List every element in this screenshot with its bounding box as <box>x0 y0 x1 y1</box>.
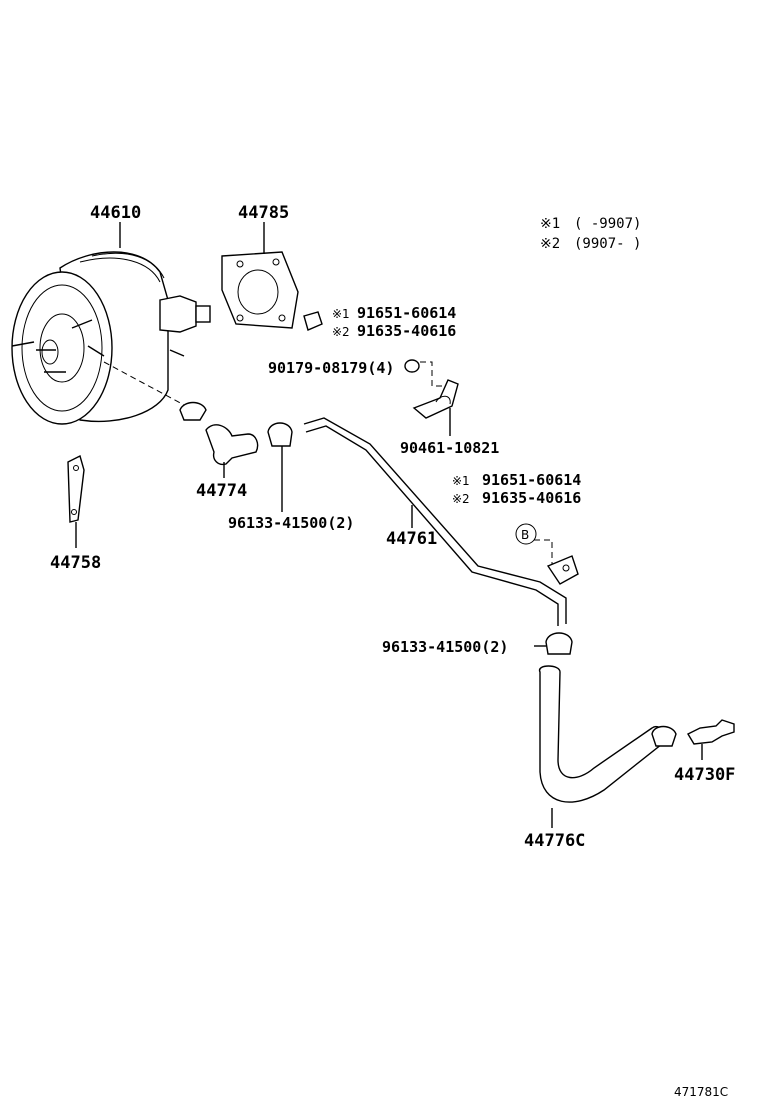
label-clip-lower: 96133-41500(2) <box>382 638 508 656</box>
lower-callout-mark-1: ※1 <box>452 474 470 488</box>
legend-range-1: ( -9907) <box>574 216 641 232</box>
label-gasket: 44785 <box>238 203 289 223</box>
upper-callout-num-2: 91635-40616 <box>357 322 456 340</box>
pipe-drawing <box>303 417 567 626</box>
lower-callout-mark-2: ※2 <box>452 492 470 506</box>
label-clamp-bracket: 90461-10821 <box>400 439 499 457</box>
lower-callout: ※1 91651-60614 ※2 91635-40616 <box>452 471 581 507</box>
hose-large-drawing <box>539 665 665 828</box>
label-hose-large: 44776C <box>524 831 585 851</box>
label-hose-small: 44774 <box>196 481 247 501</box>
bracket-drawing <box>67 454 85 548</box>
upper-nut-drawing: ※1 91651-60614 ※2 91635-40616 <box>303 304 456 340</box>
label-check-valve: 44730F <box>674 765 735 785</box>
lower-clip-drawing <box>534 632 573 655</box>
legend: ※1 ( -9907) ※2 (9907- ) <box>540 216 641 252</box>
label-booster: 44610 <box>90 203 141 223</box>
upper-callout-mark-1: ※1 <box>332 307 350 321</box>
gasket-drawing <box>221 222 299 329</box>
legend-range-2: (9907- ) <box>574 236 641 252</box>
booster-clip-drawing <box>179 401 207 421</box>
check-valve-drawing <box>687 719 735 760</box>
label-nut-bolt: 90179-08179(4) <box>268 359 394 377</box>
clamp-bracket-drawing <box>412 379 459 436</box>
hose-small-drawing <box>205 424 259 478</box>
legend-mark-1: ※1 <box>540 216 560 232</box>
upper-callout-num-1: 91651-60614 <box>357 304 456 322</box>
upper-clip-drawing <box>267 422 293 512</box>
diagram-code: 471781C <box>674 1085 728 1099</box>
label-bracket: 44758 <box>50 553 101 573</box>
lower-callout-num-2: 91635-40616 <box>482 489 581 507</box>
legend-mark-2: ※2 <box>540 236 560 252</box>
ref-b-circle <box>515 523 537 545</box>
label-clip-upper: 96133-41500(2) <box>228 514 354 532</box>
pipe-bracket-drawing <box>546 555 579 585</box>
ref-b-letter: B <box>521 528 529 542</box>
label-pipe: 44761 <box>386 529 437 549</box>
upper-callout-mark-2: ※2 <box>332 325 350 339</box>
valve-clip-drawing <box>651 725 677 747</box>
lower-callout-num-1: 91651-60614 <box>482 471 581 489</box>
brake-booster-drawing <box>11 222 211 425</box>
